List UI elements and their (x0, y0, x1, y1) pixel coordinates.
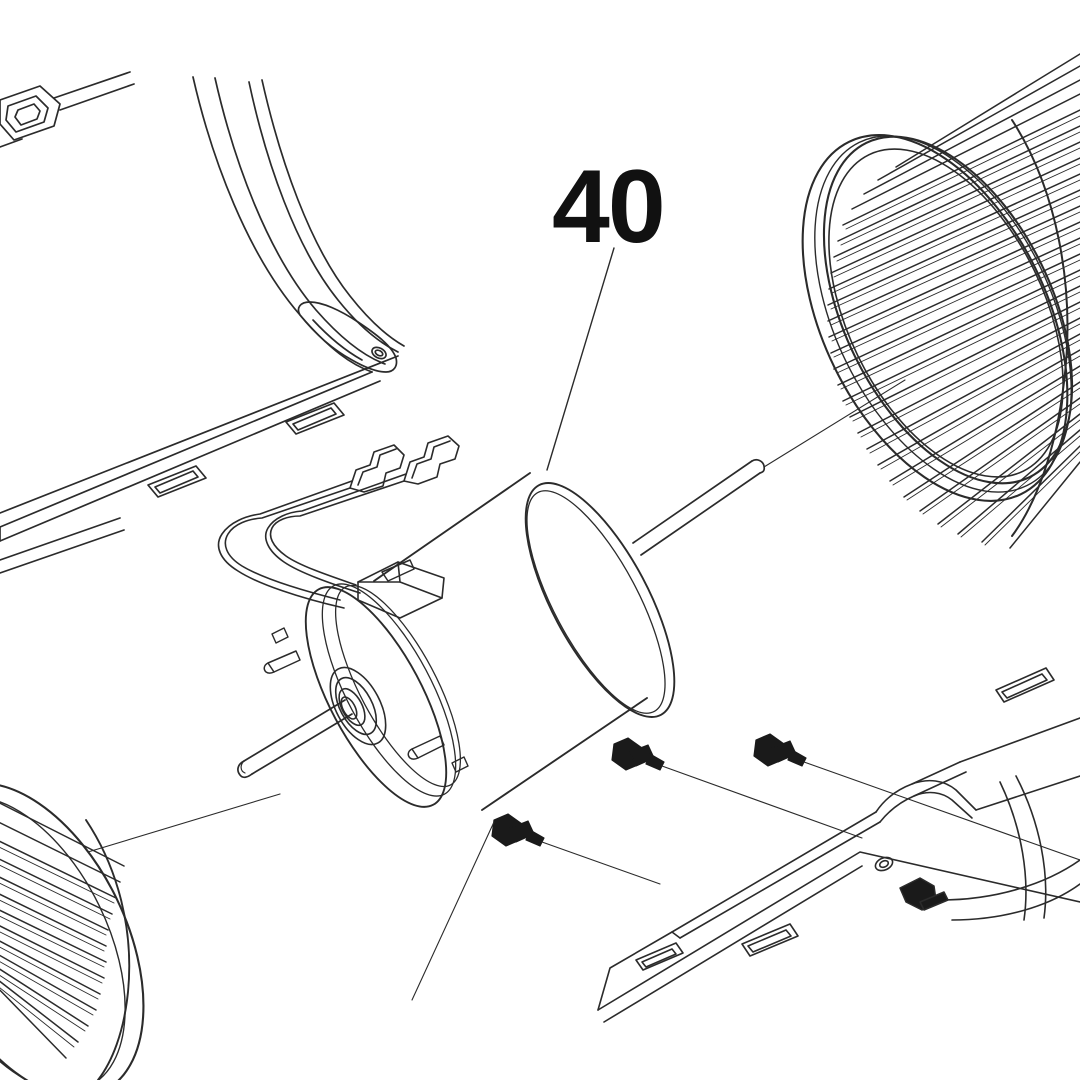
callout-leader-line-40 (546, 247, 615, 471)
blower-wheel-upper-right (801, 53, 1080, 549)
blower-wheel-lower-left (0, 782, 145, 1080)
mounting-bolt-1 (611, 737, 863, 839)
mounting-bolt-2 (753, 733, 1080, 861)
motor-end-bell (237, 559, 469, 779)
leader-line-wheel-lower-left (87, 793, 281, 853)
blower-motor (304, 472, 676, 811)
motor-lead-wires (217, 435, 460, 609)
mounting-bracket (597, 667, 1080, 1023)
mounting-bolt-3 (411, 813, 661, 1001)
blower-housing-scroll (0, 71, 405, 574)
motor-output-shaft-rear (632, 379, 906, 556)
callout-label-40: 40 (552, 149, 666, 265)
